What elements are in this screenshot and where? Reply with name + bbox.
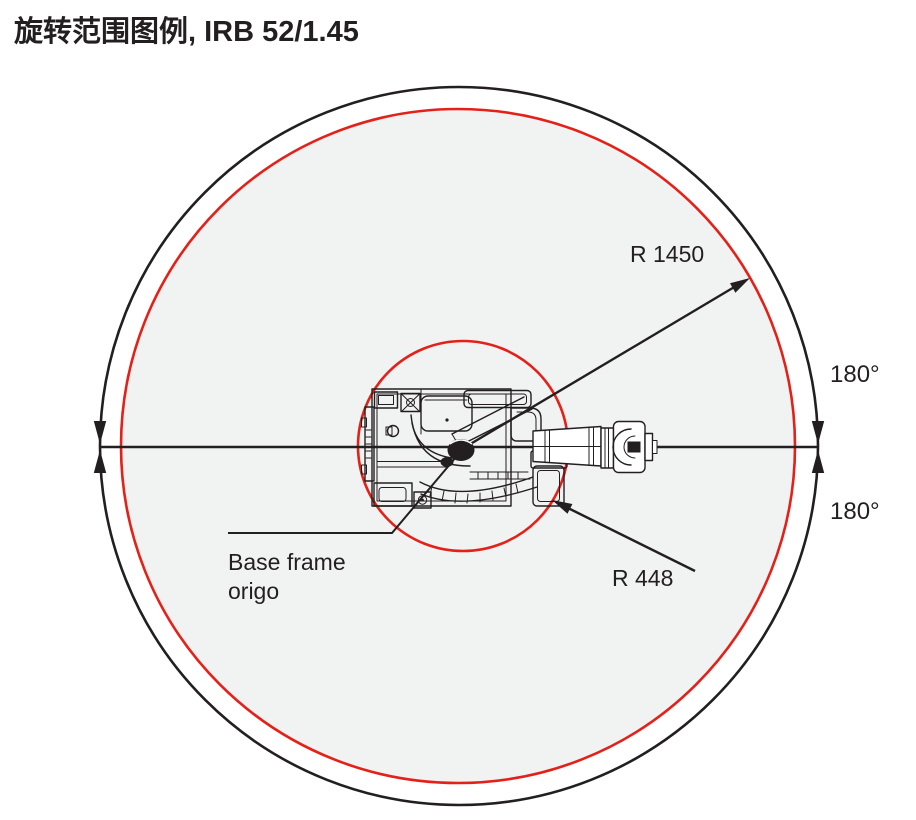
r448-dimension-arrow [552,500,696,573]
base-frame-origin-line2: origo [228,578,280,604]
page-title: 旋转范围图例, IRB 52/1.45 [14,16,359,48]
robot-center-joint [440,439,475,467]
rotation-angle-bottom-label: 180° [830,498,880,525]
angle-arrowheads-right [811,421,825,473]
base-frame-origin-line1: Base frame [228,549,346,575]
origin-leader-line [228,449,463,534]
rotation-angle-top-label: 180° [830,361,880,388]
robot-top-view [361,388,658,509]
base-frame-origin-label: Base frame origo [228,548,346,606]
angle-arrowheads-left [93,421,107,473]
r1450-dimension-arrow [461,278,750,451]
inner-radius-label: R 448 [612,565,674,591]
outer-radius-label: R 1450 [630,241,705,267]
